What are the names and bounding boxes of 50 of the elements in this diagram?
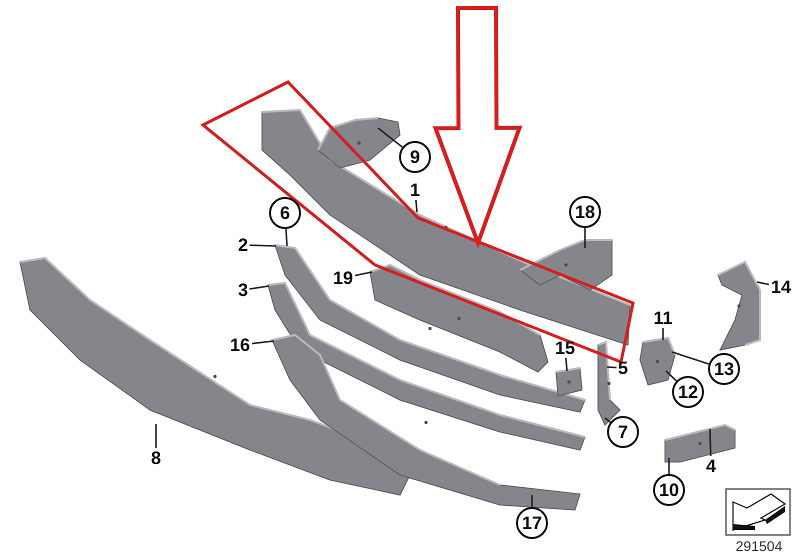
clip-drawing [556,368,582,396]
leader-line [378,127,403,148]
callout-number: 6 [269,197,301,229]
crash-box-drawing [520,240,612,290]
lower-strip-drawing [272,335,580,510]
direction-block-arrow [432,6,522,249]
callout-number: 15 [553,338,577,358]
callout-number: 17 [516,507,548,539]
callout-number: 10 [653,474,685,506]
side-panel-drawing [718,262,760,350]
leader-line [662,328,664,340]
leader-line [531,495,533,507]
leader-line [665,370,677,382]
leader-line [756,281,770,286]
leader-line [606,366,617,368]
leader-line [584,228,586,248]
leader-line [672,351,710,365]
callout-number: 12 [672,376,704,408]
bracket-drawing [640,338,675,385]
callout-number: 13 [708,353,740,385]
callout-number: 3 [236,280,250,300]
leader-line [285,228,288,246]
callout-number: 19 [331,268,355,288]
leader-line [668,458,670,474]
leader-line [249,244,276,247]
callout-number: 11 [651,308,675,328]
callout-number: 2 [236,235,250,255]
callout-number: 14 [769,277,793,297]
leader-line [354,271,372,276]
callout-number: 1 [408,180,422,200]
bracket-drawing [598,342,620,425]
leader-line [604,417,611,423]
callout-number: 5 [616,358,630,378]
crash-box-drawing [318,118,400,168]
callout-number: 7 [607,416,639,448]
leader-line [155,424,157,448]
leader-line [249,285,270,290]
energy-absorber-drawing [20,258,410,495]
callout-number: 9 [399,141,431,173]
support-strip-drawing [275,245,585,412]
leader-line [709,428,712,456]
diagram-number: 291504 [734,538,784,554]
callout-number: 4 [704,456,718,476]
leader-line [415,200,418,212]
leader-line [252,340,274,344]
callout-number: 16 [228,335,252,355]
callout-number: 18 [569,196,601,228]
leader-line [565,358,568,372]
callout-number: 8 [150,448,162,468]
foam-absorber-drawing [370,265,548,372]
